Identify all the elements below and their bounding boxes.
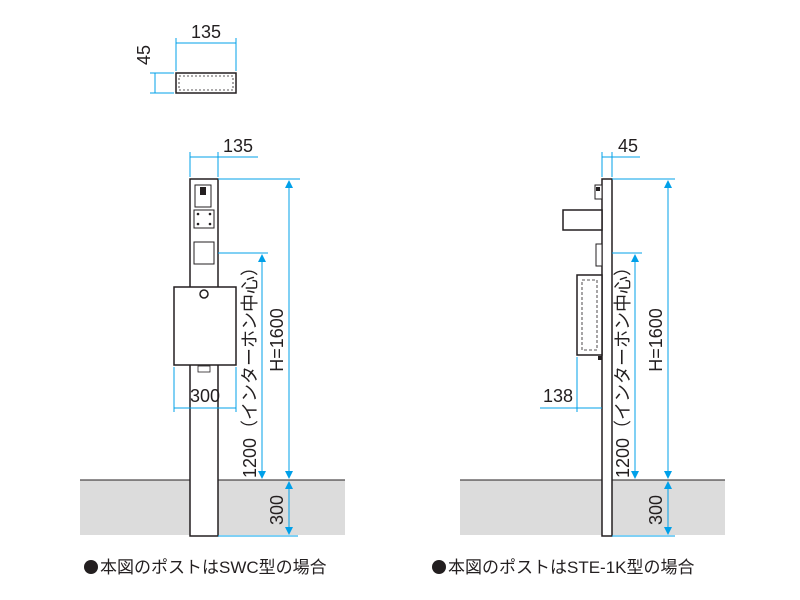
side-height-label: H=1600 xyxy=(646,308,666,372)
bullet-icon xyxy=(432,560,446,574)
intercom-speaker xyxy=(200,187,206,195)
side-view-post xyxy=(601,178,613,537)
front-embed-label: 300 xyxy=(267,495,287,525)
side-mailbox-arm xyxy=(562,209,603,231)
top-view-depth-label: 45 xyxy=(134,45,154,65)
side-depth-label: 45 xyxy=(618,136,638,156)
bullet-icon xyxy=(84,560,98,574)
mailbox-body xyxy=(173,286,237,366)
side-offset-label: 138 xyxy=(543,386,573,406)
top-view-post-inner xyxy=(178,75,234,91)
front-view: 135 300 H=1600 1200（インターホン中心） 300 xyxy=(80,136,345,537)
side-nameplate xyxy=(595,243,603,267)
side-embed-label: 300 xyxy=(646,495,666,525)
side-view-ground xyxy=(460,480,725,535)
side-mailbox-body xyxy=(576,274,603,356)
top-view: 135 45 xyxy=(134,22,237,94)
side-view-caption: 本図のポストはSTE-1K型の場合 xyxy=(432,553,695,578)
side-intercom-label: 1200（インターホン中心） xyxy=(613,258,633,478)
side-view: 45 138 H=1600 1200（インターホン中心） 300 xyxy=(460,136,725,537)
nameplate xyxy=(193,241,215,265)
front-height-label: H=1600 xyxy=(267,308,287,372)
top-view-post-section xyxy=(175,72,237,94)
front-width-label: 135 xyxy=(223,136,253,156)
mailbox-width-label: 300 xyxy=(190,386,220,406)
front-intercom-label: 1200（インターホン中心） xyxy=(240,258,260,478)
intercom-camera-plate xyxy=(193,209,215,229)
side-caption-text: 本図のポストはSTE-1K型の場合 xyxy=(448,558,695,577)
intercom-unit xyxy=(194,184,212,208)
front-view-caption: 本図のポストはSWC型の場合 xyxy=(84,553,327,578)
top-view-width-label: 135 xyxy=(191,22,221,42)
front-caption-text: 本図のポストはSWC型の場合 xyxy=(100,558,327,577)
mailbox-lock-icon xyxy=(199,289,209,299)
side-intercom-unit xyxy=(594,184,603,200)
